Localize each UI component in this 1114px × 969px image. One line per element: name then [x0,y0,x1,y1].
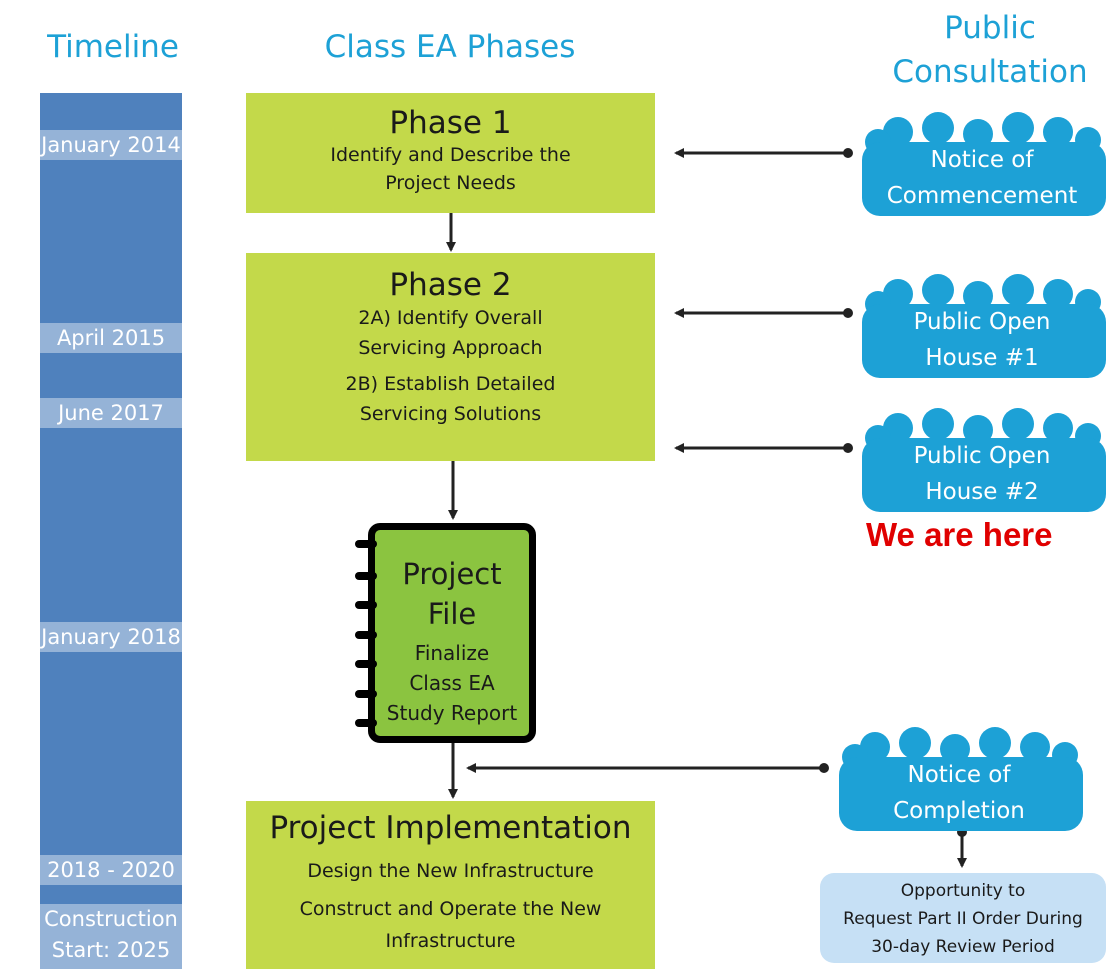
notebook-ring [355,690,377,698]
cloud-line1: Public Open [913,443,1051,469]
timeline-label: January 2014 [40,130,182,160]
opportunity-line2: Request Part II Order During [843,909,1083,929]
notebook-ring [355,719,377,727]
people-group-icon [862,112,1106,216]
public-open-house-1-cloud: Public Open House #1 [858,272,1106,378]
connector-dot [843,148,853,158]
timeline-bar [40,93,182,969]
project-file-line5: Study Report [386,701,518,725]
notice-of-completion-cloud: Notice of Completion [835,725,1083,831]
connector-dot [843,443,853,453]
opportunity-box: Opportunity to Request Part II Order Dur… [820,873,1106,963]
notice-of-commencement-cloud: Notice of Commencement [858,110,1106,216]
notebook-ring [355,631,377,639]
notebook-ring [355,572,377,580]
project-file-line2: File [427,597,477,631]
phase-1-title: Phase 1 [389,105,512,141]
consultation-heading: Public Consultation [880,6,1100,94]
phase-1-box: Phase 1 Identify and Describe the Projec… [246,93,655,213]
phase-2a-line2: Servicing Approach [358,337,543,359]
implementation-line2: Construct and Operate the New [299,898,602,920]
people-group-icon [839,727,1083,831]
notebook-ring [355,540,377,548]
cloud-line2: Completion [893,798,1025,824]
timeline-label-line2: Start: 2025 [51,938,171,962]
phase-2-box: Phase 2 2A) Identify Overall Servicing A… [246,253,655,461]
cloud-line1: Public Open [913,309,1051,335]
phase-2a-line1: 2A) Identify Overall [358,307,543,329]
implementation-line3: Infrastructure [385,930,516,952]
implementation-box: Project Implementation Design the New In… [246,801,655,969]
timeline-label: January 2018 [40,622,182,652]
project-file-line4: Class EA [409,671,495,695]
timeline-label: Construction Start: 2025 [40,904,182,969]
project-file-line3: Finalize [414,641,490,665]
timeline-label: 2018 - 2020 [40,855,182,885]
cloud-line2: House #2 [925,479,1039,505]
people-group-icon [862,408,1106,512]
opportunity-line3: 30-day Review Period [871,937,1055,957]
phase-1-line1: Identify and Describe the [330,144,571,166]
timeline-label: April 2015 [40,323,182,353]
phase-1-line2: Project Needs [385,172,516,194]
consultation-heading-line1: Public [944,10,1036,46]
cloud-line2: House #1 [925,345,1039,371]
connector-dot [819,763,829,773]
phases-heading: Class EA Phases [324,29,576,65]
consultation-heading-line2: Consultation [892,54,1088,90]
cloud-line2: Commencement [886,183,1078,209]
implementation-title: Project Implementation [269,810,632,846]
timeline-label-line1: Construction [44,907,178,931]
phase-2-title: Phase 2 [389,267,512,303]
timeline-heading: Timeline [47,29,179,65]
timeline-label: June 2017 [40,398,182,428]
cloud-line1: Notice of [930,147,1034,173]
public-open-house-2-cloud: Public Open House #2 [858,406,1106,512]
project-file-notebook: Project File Finalize Class EA Study Rep… [368,523,536,743]
phase-2b-line2: Servicing Solutions [359,403,542,425]
connector-dot [843,308,853,318]
phase-2b-line1: 2B) Establish Detailed [345,373,556,395]
people-group-icon [862,274,1106,378]
cloud-line1: Notice of [907,762,1011,788]
implementation-line1: Design the New Infrastructure [307,860,594,882]
we-are-here-marker: We are here [866,516,1053,553]
opportunity-line1: Opportunity to [900,881,1026,901]
project-file-line1: Project [402,557,502,591]
notebook-ring [355,601,377,609]
notebook-ring [355,660,377,668]
